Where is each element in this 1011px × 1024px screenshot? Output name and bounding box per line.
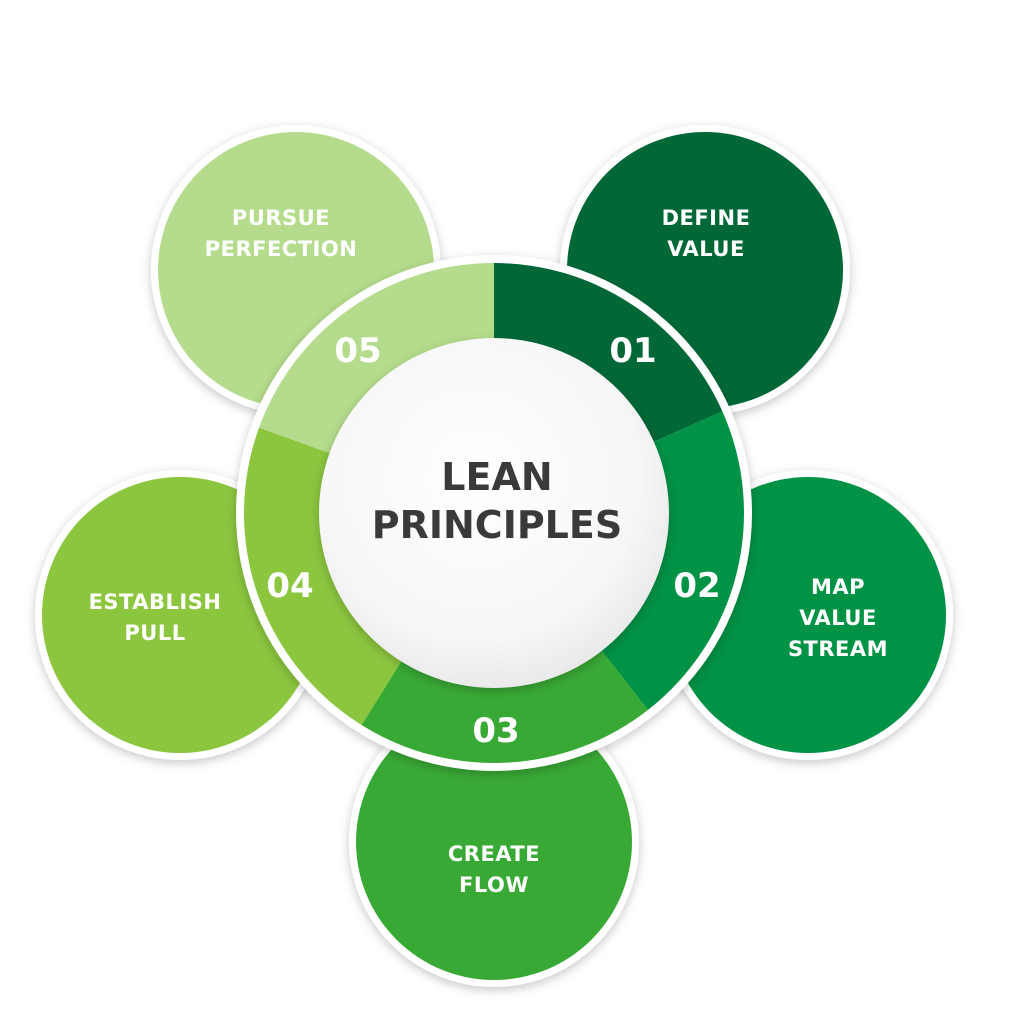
segment-number-03: 03 xyxy=(472,711,519,751)
pointer-02 xyxy=(737,590,765,640)
ring-segment-02 xyxy=(597,411,744,711)
label-05-line1: PURSUE xyxy=(232,206,330,230)
segment-number-04: 04 xyxy=(266,566,313,606)
pointer-04 xyxy=(230,590,258,640)
label-04-line1: ESTABLISH xyxy=(89,590,222,614)
outer-circle-03-fill xyxy=(356,704,632,980)
ring-segment-04 xyxy=(244,427,405,726)
ring-segment-05 xyxy=(259,263,494,456)
label-02-line2: VALUE xyxy=(799,606,877,630)
label-02-line1: MAP xyxy=(811,575,865,599)
label-02-line3: STREAM xyxy=(788,637,888,661)
label-03-line1: CREATE xyxy=(448,842,540,866)
label-04-line2: PULL xyxy=(124,621,185,645)
label-01-line2: VALUE xyxy=(667,237,745,261)
center-title-line1: LEAN xyxy=(441,455,552,499)
center-title-line2: PRINCIPLES xyxy=(372,503,622,547)
segment-number-01: 01 xyxy=(609,331,656,371)
label-03-line2: FLOW xyxy=(459,873,529,897)
label-01-line1: DEFINE xyxy=(662,206,751,230)
ring-segment-01 xyxy=(494,263,723,445)
segment-number-05: 05 xyxy=(334,331,381,371)
label-05-line2: PERFECTION xyxy=(205,237,358,261)
outer-circle-03 xyxy=(349,697,639,987)
pointer-01 xyxy=(636,296,684,322)
pointer-03 xyxy=(470,780,518,806)
center-disk xyxy=(319,338,669,688)
segment-number-02: 02 xyxy=(673,566,720,606)
